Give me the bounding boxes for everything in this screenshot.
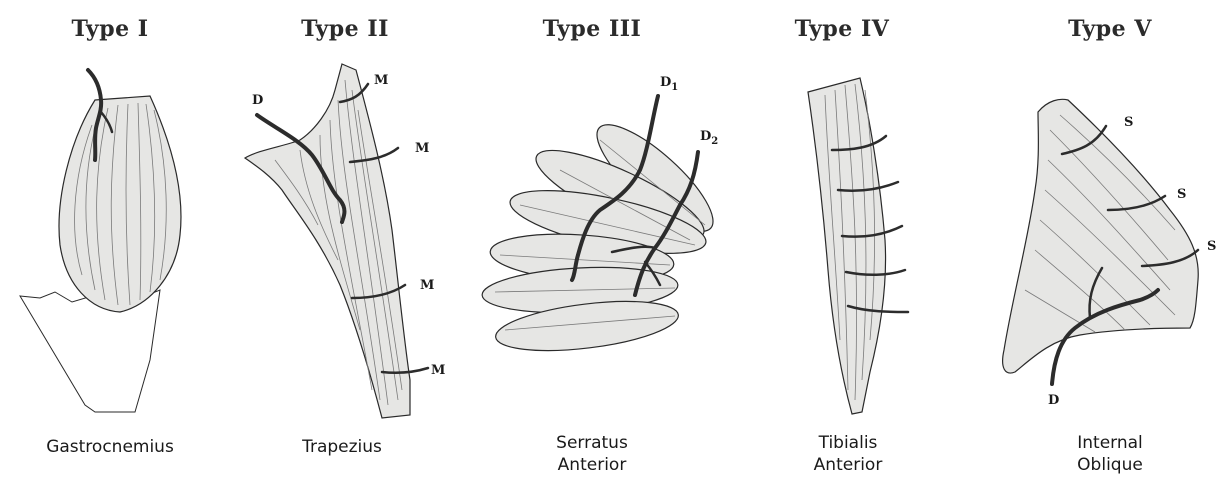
type-3-title: Type III [543, 16, 642, 42]
panel-type-3: Type III D1 D2 Serratus Anterior [481, 16, 727, 475]
type-5-caption-line-1: Internal [1077, 433, 1143, 453]
tibialis-anterior-muscle [808, 78, 886, 414]
panel-type-1: Type I Gastrocnemius [20, 16, 181, 457]
gastrocnemius-muscle [59, 96, 181, 312]
trapezius-label-m-2: M [415, 141, 429, 156]
type-1-caption: Gastrocnemius [46, 437, 174, 457]
trapezius-label-m-1: M [374, 73, 388, 88]
type-2-caption: Trapezius [301, 437, 382, 457]
type-1-title: Type I [71, 16, 148, 42]
panel-type-5: Type V S S S D Internal Oblique [1003, 16, 1217, 475]
type-4-title: Type IV [795, 16, 890, 42]
panel-type-4: Type IV Tibialis Anterior [795, 16, 908, 475]
type-2-title: Type II [301, 16, 389, 42]
panel-type-2: Type II D M M M M Trapezius [245, 16, 445, 457]
type-4-caption-line-1: Tibialis [818, 433, 878, 453]
trapezius-label-d: D [252, 93, 263, 108]
internal-oblique-muscle [1003, 99, 1199, 373]
type-3-caption-line-1: Serratus [556, 433, 628, 453]
trapezius-label-m-4: M [431, 363, 445, 378]
internal-oblique-label-s-2: S [1177, 187, 1186, 202]
trapezius-muscle [245, 64, 410, 418]
internal-oblique-label-d: D [1048, 393, 1059, 408]
gastrocnemius-tendon [20, 290, 160, 412]
serratus-label-d2: D2 [700, 129, 718, 147]
type-5-caption-line-2: Oblique [1077, 455, 1143, 475]
internal-oblique-label-s-3: S [1207, 239, 1216, 254]
trapezius-label-m-3: M [420, 278, 434, 293]
type-5-title: Type V [1068, 16, 1152, 42]
serratus-label-d1: D1 [660, 75, 678, 93]
type-4-caption-line-2: Anterior [814, 455, 883, 475]
internal-oblique-label-s-1: S [1124, 115, 1133, 130]
type-3-caption-line-2: Anterior [558, 455, 627, 475]
